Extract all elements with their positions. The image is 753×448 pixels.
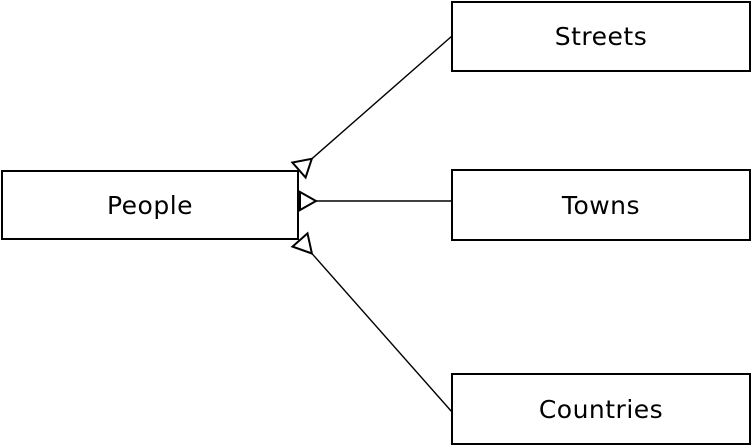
edge-people-streets-line	[311, 35, 453, 160]
node-countries-label: Countries	[538, 394, 664, 424]
node-streets: Streets	[451, 1, 751, 72]
node-streets-label: Streets	[554, 22, 648, 51]
edge-people-towns-arrowhead-icon	[299, 190, 319, 212]
node-towns: Towns	[451, 169, 751, 241]
node-people: People	[1, 170, 299, 240]
edge-people-countries-line	[311, 253, 453, 413]
node-towns-label: Towns	[561, 190, 641, 220]
node-countries: Countries	[451, 373, 751, 445]
node-people-label: People	[106, 190, 194, 220]
